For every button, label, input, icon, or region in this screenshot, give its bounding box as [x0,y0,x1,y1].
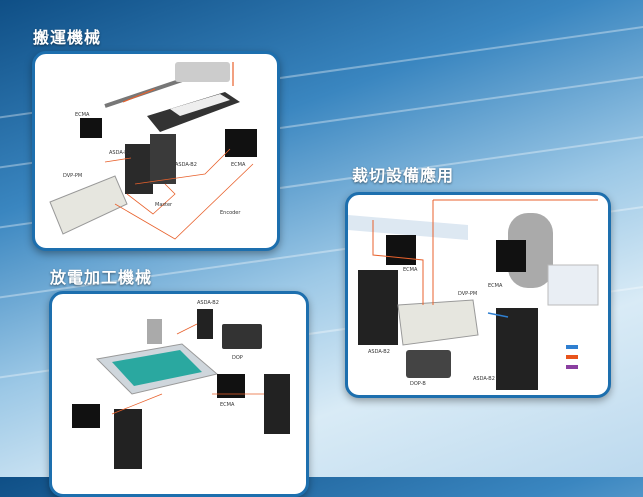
servo-drive-left [125,144,153,194]
svg-text:Encoder: Encoder [220,210,241,216]
plc-unit [397,299,479,346]
section-title-edm: 放電加工機械 [50,268,153,287]
cutting-diagram-panel: ECMA ECMA ASDA-B2 DVP-PM DOP-B ASDA-B2 [345,192,611,398]
svg-text:DOP-B: DOP-B [410,381,426,387]
svg-text:ASDA-B2: ASDA-B2 [175,162,197,168]
svg-text:ASDA-B2: ASDA-B2 [473,376,495,382]
handling-diagram: ECMA ECMA ASDA-B2 ASDA-B2 DVP-PM Master … [49,62,257,240]
servo-drive-left [358,270,398,345]
section-title-cutting: 裁切設備應用 [352,166,455,185]
svg-text:ASDA-B2: ASDA-B2 [368,349,390,355]
svg-text:ECMA: ECMA [220,402,235,408]
svg-text:ASDA-B2: ASDA-B2 [197,300,219,306]
plc-unit [49,175,128,235]
servo-motor-right [225,129,257,157]
handling-diagram-panel: ECMA ECMA ASDA-B2 ASDA-B2 DVP-PM Master … [32,51,280,251]
hmi-panel [406,350,451,378]
connection-lines [111,323,264,415]
svg-text:ECMA: ECMA [231,162,246,168]
material-sheet [348,215,468,240]
legend-swatch-orange [566,355,578,359]
axis-arrow [122,88,156,103]
svg-text:ECMA: ECMA [488,283,503,289]
servo-drive-right [150,134,176,184]
svg-text:Master: Master [155,202,173,208]
svg-text:DVP-PM: DVP-PM [63,173,82,179]
connection-lines [372,199,598,305]
servo-drive-bottom [114,409,142,469]
svg-text:ECMA: ECMA [403,267,418,273]
gantry-head [175,62,230,82]
servo-motor-left [80,118,102,138]
connection-lines [104,148,254,240]
legend-swatch-blue [566,345,578,349]
electrode-head [147,319,162,344]
servo-drive-right [264,374,290,434]
cut-sheet-stack [547,264,599,306]
hmi-panel [222,324,262,349]
svg-text:DOP: DOP [232,355,243,361]
cutting-diagram: ECMA ECMA ASDA-B2 DVP-PM DOP-B ASDA-B2 [348,199,599,390]
svg-text:DVP-PM: DVP-PM [458,291,477,297]
svg-text:ASDA-B2: ASDA-B2 [109,150,131,156]
svg-text:ECMA: ECMA [75,112,90,118]
legend-swatch-purple [566,365,578,369]
edm-diagram-panel: ASDA-B2 DOP ECMA [49,291,309,497]
servo-motor-left [386,235,416,265]
servo-drive-right [496,308,538,390]
servo-drive-left [197,309,213,339]
servo-motor-right [496,240,526,272]
edm-diagram: ASDA-B2 DOP ECMA [72,300,290,469]
servo-motor-2 [72,404,100,428]
section-title-handling: 搬運機械 [33,28,102,47]
